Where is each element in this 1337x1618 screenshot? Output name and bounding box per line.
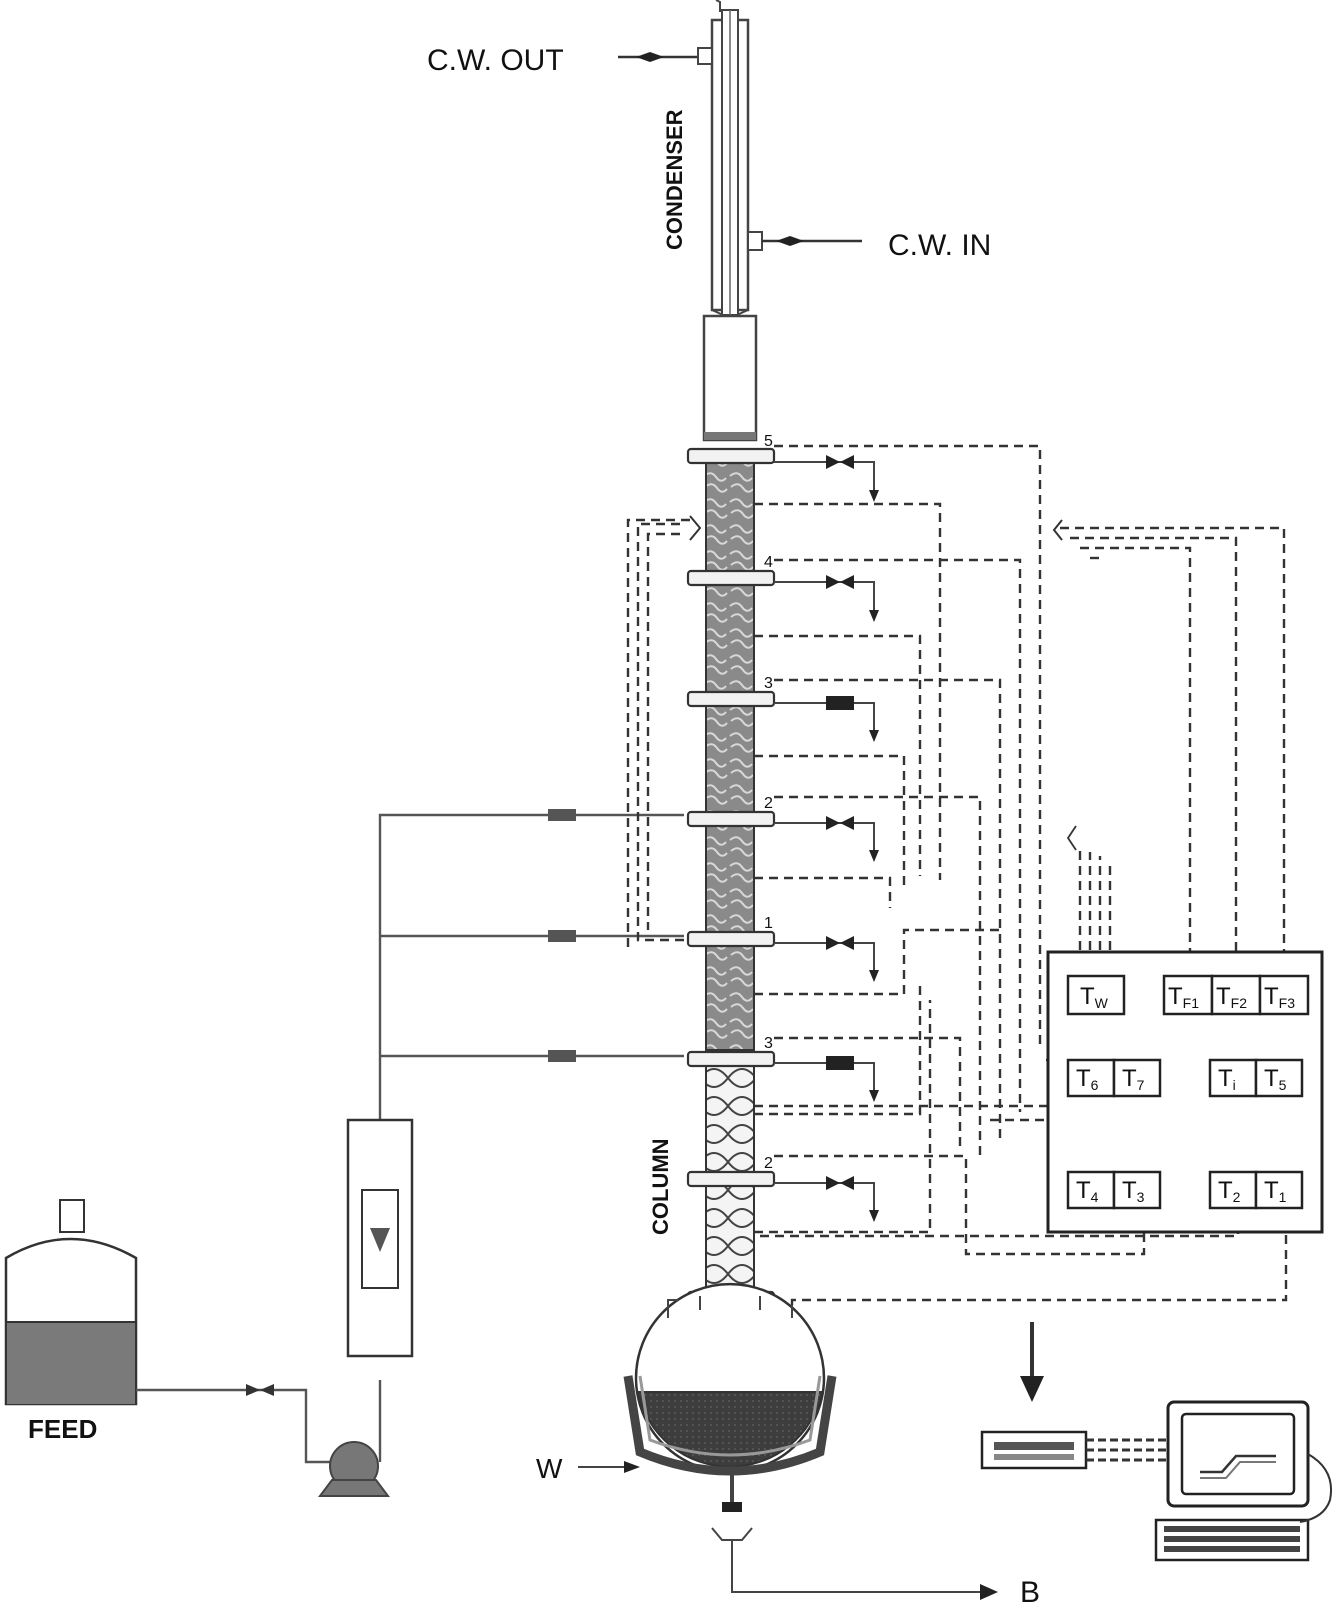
- tc-label-t3: T3: [1122, 1177, 1145, 1205]
- stage-number: 5: [764, 433, 773, 450]
- sampling-lines: [774, 455, 879, 1222]
- tc-label-tf1: TF1: [1168, 983, 1199, 1011]
- tc-label-t5: T5: [1264, 1065, 1287, 1093]
- reboiler: [623, 1282, 837, 1476]
- tc-label-t2: T2: [1218, 1177, 1241, 1205]
- packed-column: [686, 447, 776, 1308]
- tc-label-ti: Ti: [1218, 1065, 1236, 1093]
- column-label: COLUMN: [648, 1138, 673, 1235]
- condenser-label: CONDENSER: [662, 109, 687, 250]
- reflux-section: [702, 314, 758, 442]
- thermocouple-signal-lines: [626, 444, 1288, 1305]
- stage-number: 2: [764, 795, 773, 812]
- tc-label-t7: T7: [1122, 1065, 1145, 1093]
- bottoms-label: B: [1020, 1576, 1040, 1609]
- data-acquisition: [980, 1322, 1332, 1562]
- tc-label-tf3: TF3: [1264, 983, 1295, 1011]
- stage-number: 4: [764, 554, 773, 571]
- feed-pump: [318, 1441, 390, 1497]
- cw-in-label: C.W. IN: [888, 229, 991, 262]
- condenser: [618, 0, 862, 320]
- column-flange: [686, 447, 776, 465]
- float-icon: [370, 1228, 390, 1252]
- cw-out-label: C.W. OUT: [427, 44, 564, 77]
- arrow-down-icon: [1020, 1376, 1044, 1402]
- tc-label-t1: T1: [1264, 1177, 1287, 1205]
- tc-label-tw: TW: [1080, 983, 1109, 1011]
- computer-icon: [1154, 1400, 1332, 1562]
- tc-label-t4: T4: [1076, 1177, 1099, 1205]
- rotameter: [346, 1118, 414, 1358]
- feed-tank: [4, 1199, 138, 1406]
- stage-number: 3: [764, 1035, 773, 1052]
- valve-icon: [826, 455, 854, 469]
- heat-input-label: W: [536, 1453, 563, 1484]
- temperature-panel: TW TF1 TF2 TF3 T6 T7 Ti T5 T4 T3 T2 T1: [1046, 950, 1324, 1234]
- flow-arrow-icon: [636, 52, 650, 62]
- feed-piping: [136, 809, 684, 1464]
- tc-label-tf2: TF2: [1216, 983, 1247, 1011]
- stage-number: 1: [764, 915, 773, 932]
- stage-number: 2: [764, 1155, 773, 1172]
- feed-label: FEED: [28, 1414, 97, 1444]
- tc-label-t6: T6: [1076, 1065, 1099, 1093]
- valve-icon: [548, 809, 576, 821]
- stage-number: 3: [764, 675, 773, 692]
